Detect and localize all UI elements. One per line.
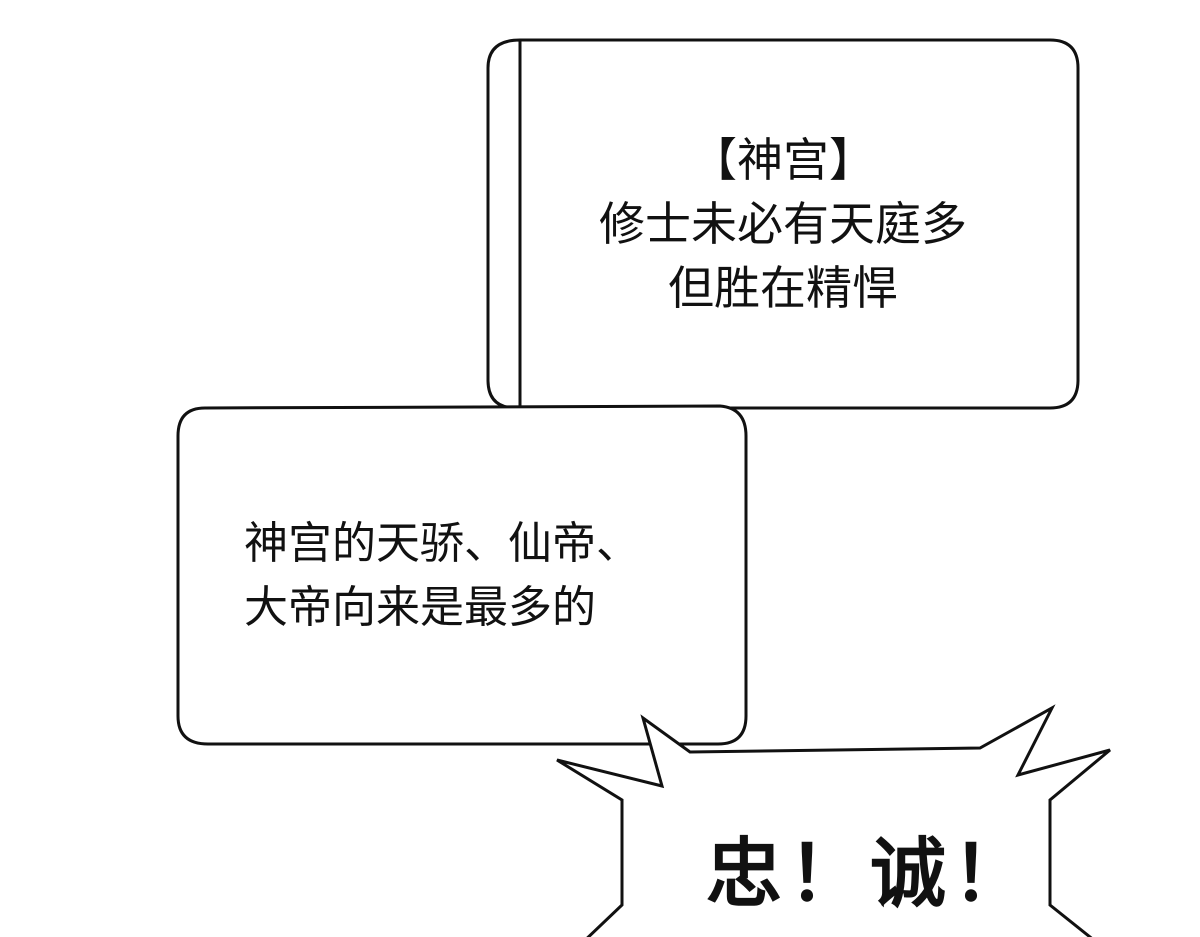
speech-line: 大帝向来是最多的 [244,582,596,633]
speech-text-shrine: 【神宫】 修士未必有天庭多 但胜在精悍 [488,128,1078,320]
shout-bubble-bottom [556,704,1111,937]
speech-line: 修士未必有天庭多 [599,197,967,251]
speech-line: 【神宫】 [691,133,875,187]
shout-line: 忠！诚！ [706,829,1034,918]
speech-text-prodigies: 神宫的天骄、仙帝、 大帝向来是最多的 [244,512,640,640]
speech-line: 神宫的天骄、仙帝、 [244,518,640,569]
shout-text-loyalty: 忠！诚！ [706,812,1034,922]
speech-bubble-middle-left [176,404,748,746]
speech-line: 但胜在精悍 [668,261,898,315]
